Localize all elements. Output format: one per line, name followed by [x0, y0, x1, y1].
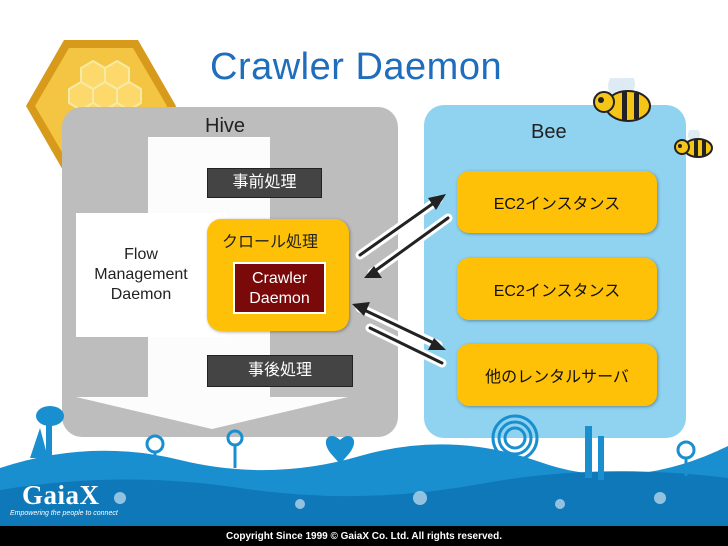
- logo-tagline: Empowering the people to connect: [10, 510, 118, 517]
- arrow-to-instance-3: [358, 306, 440, 347]
- flow-label-line: Management: [94, 266, 188, 283]
- crawl-process-label: クロール処理: [222, 234, 319, 251]
- crawler-daemon-line: Daemon: [249, 290, 310, 307]
- arrow-from-instance-3: [368, 326, 444, 365]
- bee-icon: [593, 78, 651, 122]
- copyright-text: Copyright Since 1999 © GaiaX Co. Ltd. Al…: [226, 531, 502, 542]
- pre-process-box: 事前処理: [207, 168, 322, 198]
- instance-box: EC2インスタンス: [457, 258, 657, 320]
- footer-bar: [0, 526, 728, 546]
- crawler-daemon-box: Crawler Daemon: [233, 262, 326, 314]
- instance-box: 他のレンタルサーバ: [457, 344, 657, 406]
- slide-title: Crawler Daemon: [210, 46, 503, 88]
- arrow-from-instance-1: [370, 216, 450, 275]
- flow-management-daemon-label: Flow Management Daemon: [86, 245, 196, 305]
- crawler-daemon-line: Crawler: [251, 270, 308, 287]
- flow-label-line: Flow: [124, 246, 158, 263]
- arrow-to-instance-1: [358, 198, 440, 257]
- gaiax-logo: GaiaX: [22, 480, 100, 510]
- hive-label: Hive: [205, 115, 246, 137]
- footer-scenery: [0, 406, 728, 526]
- instance-box: EC2インスタンス: [457, 171, 657, 233]
- bee-icon: [674, 130, 713, 158]
- flow-label-line: Daemon: [110, 286, 172, 303]
- post-process-box: 事後処理: [207, 355, 353, 387]
- bee-label: Bee: [531, 121, 567, 143]
- connection-arrows: [352, 194, 453, 368]
